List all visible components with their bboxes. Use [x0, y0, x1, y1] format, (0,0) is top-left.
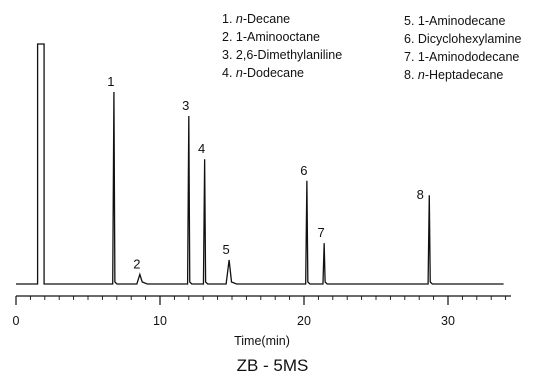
- peak-labels: 1 2 3 4 5 6 7 8: [107, 74, 424, 271]
- legend-item: 7. 1-Aminododecane: [404, 50, 520, 64]
- x-axis-label: Time(min): [234, 334, 290, 348]
- x-tick-label: 10: [153, 314, 167, 328]
- legend-item: 3. 2,6-Dimethylaniline: [222, 48, 343, 62]
- legend-item: 1. n-Decane: [222, 12, 291, 26]
- chromatogram-trace: [16, 43, 504, 285]
- legend-item: 6. Dicyclohexylamine: [404, 32, 522, 46]
- x-tick-label: 0: [13, 314, 20, 328]
- peak-label-3: 3: [182, 98, 189, 113]
- column-name-caption: ZB - 5MS: [236, 356, 309, 375]
- x-tick-label: 20: [297, 314, 311, 328]
- legend-item: 4. n-Dodecane: [222, 66, 305, 80]
- x-axis-ticks: 0 10 20 30: [13, 296, 507, 328]
- peak-label-8: 8: [417, 187, 424, 202]
- peak-label-2: 2: [133, 256, 140, 271]
- peak-label-5: 5: [223, 242, 230, 257]
- legend-item: 8. n-Heptadecane: [404, 68, 504, 82]
- peak-label-1: 1: [107, 74, 114, 89]
- legend-item: 5. 1-Aminodecane: [404, 14, 506, 28]
- compound-legend-left: 1. n-Decane 2. 1-Aminooctane 3. 2,6-Dimeth…: [222, 10, 342, 82]
- peak-label-7: 7: [318, 225, 325, 240]
- peak-label-6: 6: [300, 163, 307, 178]
- legend-item: 2. 1-Aminooctane: [222, 30, 320, 44]
- compound-legend-right: 5. 1-Aminodecane 6. Dicyclohexylamine 7. 1…: [404, 12, 521, 84]
- peak-label-4: 4: [198, 141, 205, 156]
- x-tick-label: 30: [441, 314, 455, 328]
